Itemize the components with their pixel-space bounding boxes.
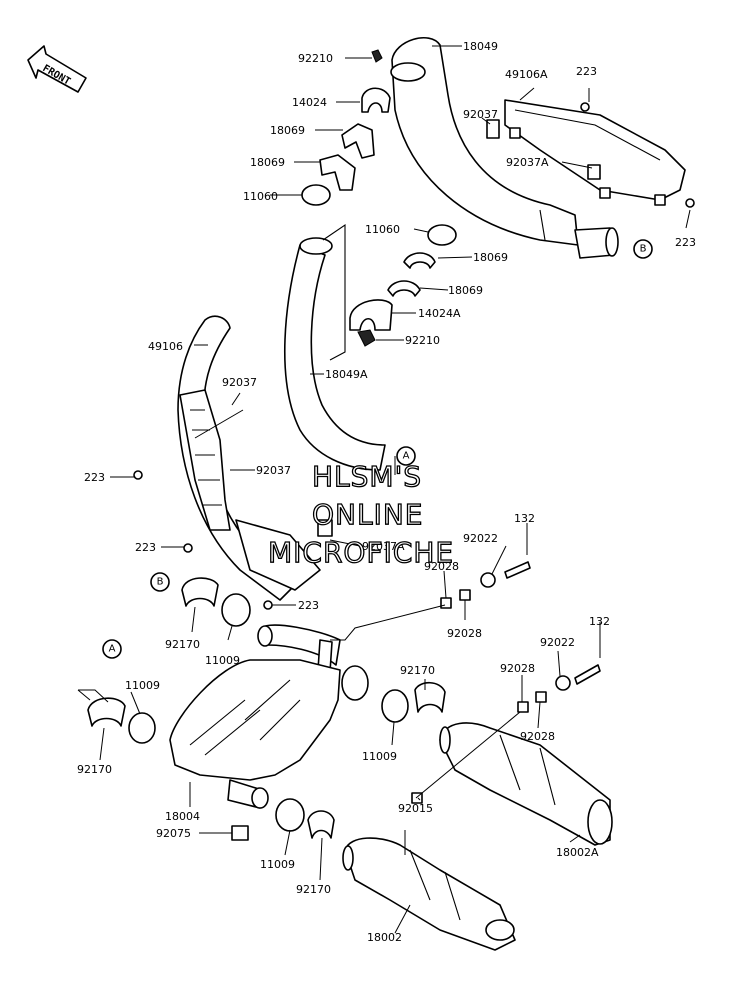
label-18069-mid2: 18069 — [448, 284, 483, 297]
ref-circle-a-mid: A — [396, 446, 416, 466]
svg-text:B: B — [640, 244, 647, 255]
label-11009-left: 11009 — [205, 654, 240, 667]
label-11060-top: 11060 — [243, 190, 278, 203]
label-92037A-top: 92037A — [506, 156, 549, 169]
label-92170-mid: 92170 — [400, 664, 435, 677]
label-18002: 18002 — [367, 931, 402, 944]
label-11060-mid: 11060 — [365, 223, 400, 236]
exhaust-pipe-18049 — [390, 36, 619, 259]
label-92037-top: 92037 — [463, 108, 498, 121]
muffler-18002 — [342, 837, 516, 951]
label-223-top: 223 — [576, 65, 597, 78]
watermark-line1: HLSM'S — [312, 460, 422, 493]
ref-circle-a-left: A — [102, 639, 122, 659]
label-14024A: 14024A — [418, 307, 461, 320]
label-11009-A: 11009 — [125, 679, 160, 692]
label-92170-left: 92170 — [165, 638, 200, 651]
label-18069-top1: 18069 — [270, 124, 305, 137]
label-223-mid: 223 — [298, 599, 319, 612]
label-92037-left2: 92037 — [256, 464, 291, 477]
label-18069-mid1: 18069 — [473, 251, 508, 264]
label-223-left2: 223 — [135, 541, 156, 554]
label-14024: 14024 — [292, 96, 327, 109]
svg-text:A: A — [109, 644, 116, 655]
label-92210-top: 92210 — [298, 52, 333, 65]
watermark: HLSM'S ONLINE MICROFICHE — [267, 459, 454, 569]
label-11009-bot: 11009 — [260, 858, 295, 871]
label-92075: 92075 — [156, 827, 191, 840]
label-92037A-left: 92037A — [362, 540, 405, 553]
svg-text:A: A — [403, 451, 410, 462]
label-92028-r1: 92028 — [500, 662, 535, 675]
label-18049A: 18049A — [325, 368, 368, 381]
watermark-line3: MICROFICHE — [268, 536, 454, 569]
label-92015: 92015 — [398, 802, 433, 815]
label-92022-right: 92022 — [540, 636, 575, 649]
exhaust-pipe-18049A — [283, 223, 457, 471]
label-132-right: 132 — [589, 615, 610, 628]
crossover-pipe — [257, 624, 369, 701]
svg-text:B: B — [157, 577, 164, 588]
label-92028-r2: 92028 — [520, 730, 555, 743]
leader-lines — [77, 45, 691, 934]
label-18069-top2: 18069 — [250, 156, 285, 169]
ref-circle-b-left: B — [150, 572, 170, 592]
label-92028-t2: 92028 — [447, 627, 482, 640]
label-11009-mid: 11009 — [362, 750, 397, 763]
label-223-right: 223 — [675, 236, 696, 249]
label-223-left1: 223 — [84, 471, 105, 484]
label-18002A: 18002A — [556, 846, 599, 859]
collector-18004 — [169, 659, 341, 841]
clamps-lower — [87, 577, 446, 839]
label-92028-t1: 92028 — [424, 560, 459, 573]
front-arrow-icon: FRONT — [27, 45, 87, 93]
exhaust-pipe-49106 — [177, 315, 333, 601]
muffler-18002A — [439, 722, 613, 846]
watermark-line2: ONLINE — [312, 498, 423, 531]
clamp-parts-top — [301, 49, 391, 206]
heat-shield-49106A — [486, 99, 686, 206]
label-49106A: 49106A — [505, 68, 548, 81]
ref-circle-b-right: B — [633, 239, 653, 259]
part-labels: 18049 92210 14024 18069 18069 11060 4910… — [77, 40, 696, 944]
label-92210-mid: 92210 — [405, 334, 440, 347]
label-18049: 18049 — [463, 40, 498, 53]
label-92170-bot: 92170 — [296, 883, 331, 896]
label-92037-left1: 92037 — [222, 376, 257, 389]
label-18004: 18004 — [165, 810, 200, 823]
label-92022-top: 92022 — [463, 532, 498, 545]
label-49106: 49106 — [148, 340, 183, 353]
label-92170-A: 92170 — [77, 763, 112, 776]
fasteners — [133, 102, 695, 804]
label-132-top: 132 — [514, 512, 535, 525]
